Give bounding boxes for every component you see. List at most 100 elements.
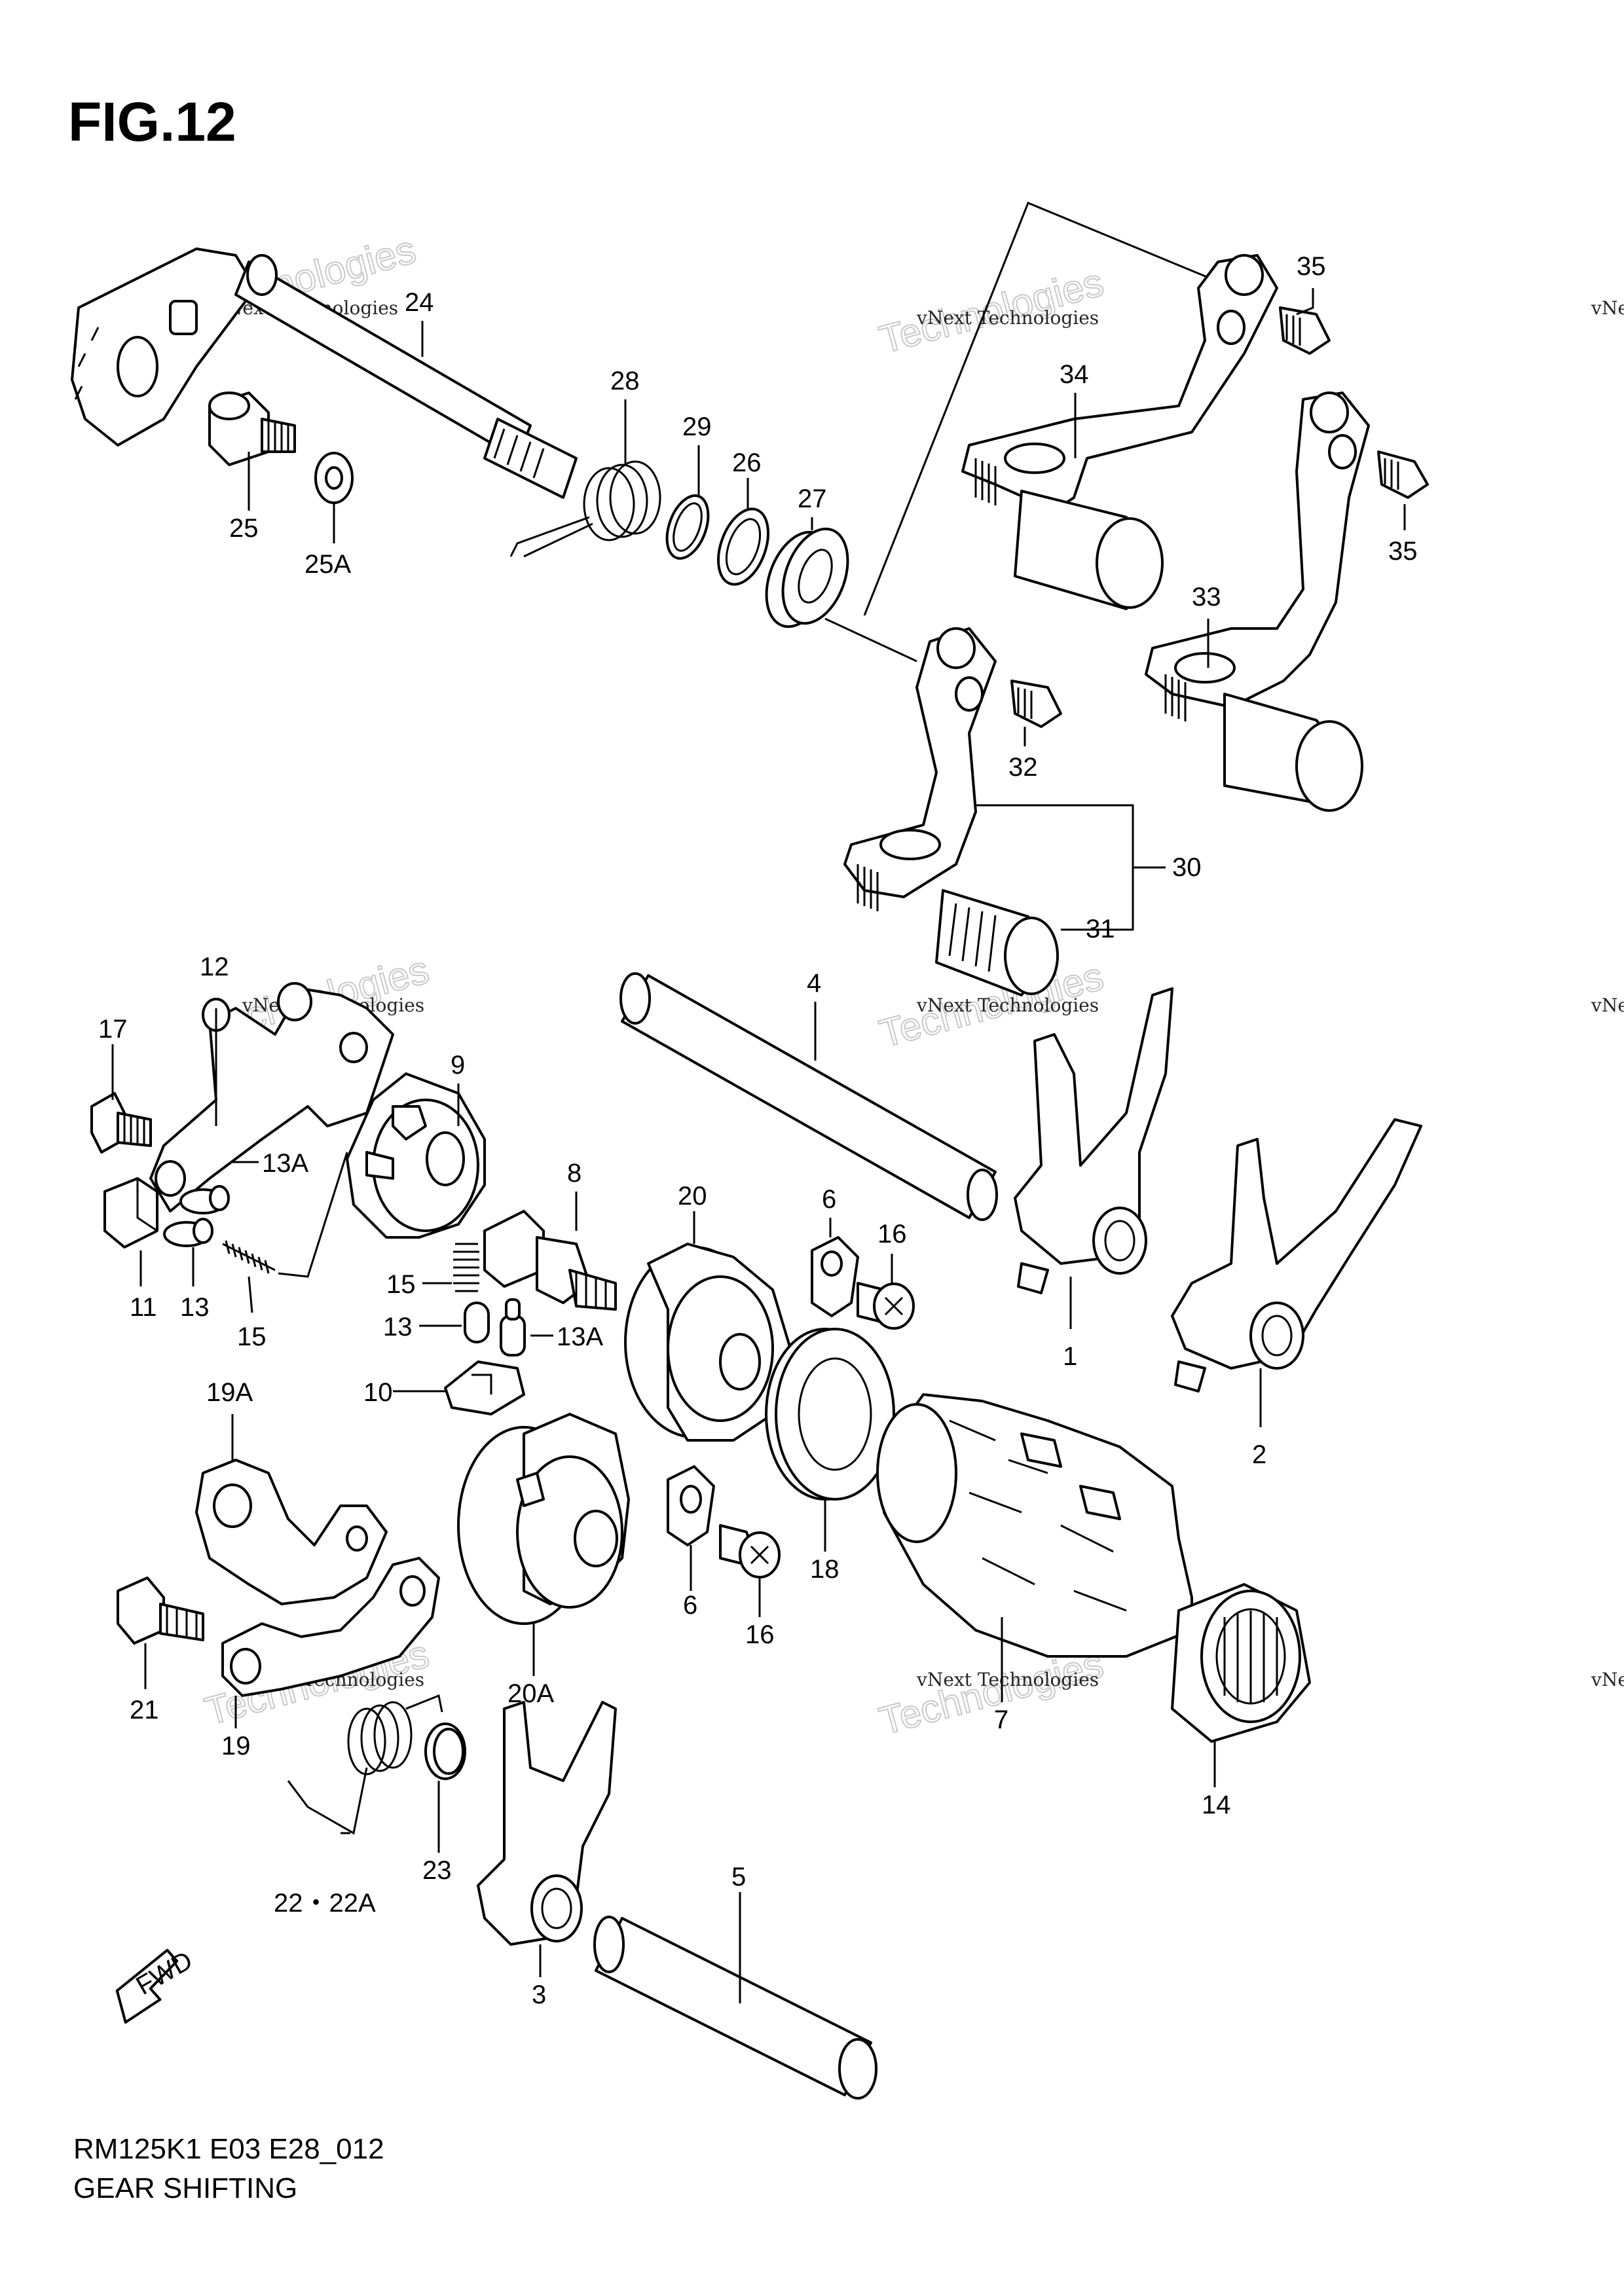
label-33: 33 (1192, 583, 1221, 611)
part-29-circlip (665, 494, 710, 560)
diagram-caption: GEAR SHIFTING (73, 2172, 298, 2204)
label-12: 12 (200, 953, 229, 981)
label-17: 17 (98, 1015, 128, 1044)
label-35b: 35 (1388, 537, 1418, 566)
watermark-edge: vNext (1591, 994, 1624, 1016)
part-20A-cam-stopper (457, 1413, 630, 1625)
label-28: 28 (610, 367, 640, 395)
watermark-text: vNext Technologies (916, 1669, 1099, 1690)
label-13A-a: 13A (262, 1149, 308, 1178)
axis-line (863, 202, 1219, 616)
figure-title: FIG.12 (68, 91, 236, 153)
label-26: 26 (732, 448, 762, 477)
part-8-cam-gear-bolt (483, 1210, 617, 1311)
label-1: 1 (1063, 1342, 1077, 1371)
part-13-pin-b (464, 1302, 490, 1343)
part-35-bolt-lower (1377, 450, 1429, 499)
label-2: 2 (1252, 1440, 1266, 1469)
part-17-screw (90, 1092, 152, 1154)
part-16-screw-b (719, 1524, 781, 1578)
part-3-shift-fork (477, 1701, 617, 1946)
leader-lines (111, 288, 1406, 2003)
part-1-shift-fork (1014, 987, 1173, 1294)
label-16a: 16 (877, 1220, 907, 1248)
label-14: 14 (1202, 1791, 1231, 1819)
label-19A: 19A (206, 1378, 253, 1407)
model-code: RM125K1 E03 E28_012 (73, 2133, 384, 2165)
label-16b: 16 (745, 1620, 775, 1649)
label-3: 3 (532, 1980, 546, 2009)
part-11-cam-guide (103, 1177, 158, 1248)
leader-15-to-9 (278, 1152, 348, 1278)
label-22: 22・22A (274, 1889, 376, 1918)
part-26-washer (717, 507, 769, 586)
part-25A-washer (314, 452, 354, 504)
part-22-spring (287, 1694, 443, 1835)
label-25A: 25A (304, 550, 351, 579)
part-20-cam-stopper (624, 1243, 794, 1442)
part-28-spring (509, 460, 661, 558)
label-19: 19 (221, 1732, 251, 1760)
label-13A-b: 13A (557, 1322, 603, 1351)
watermark-edge: vNext (1591, 297, 1624, 319)
label-25: 25 (229, 514, 259, 543)
part-9-cam-driven-gear (346, 1072, 486, 1239)
part-13A-pin (179, 1185, 230, 1214)
part-13A-pin-b (500, 1298, 526, 1357)
label-8: 8 (567, 1159, 581, 1188)
watermark-text: vNext Technologies (916, 994, 1099, 1016)
watermark-edge: vNext (1591, 1669, 1624, 1690)
label-9: 9 (451, 1051, 465, 1080)
part-31-lever-rubber (935, 889, 1059, 996)
label-13a: 13 (180, 1293, 210, 1322)
label-13b: 13 (383, 1313, 413, 1341)
label-31: 31 (1086, 915, 1115, 943)
label-15b: 15 (386, 1270, 416, 1299)
part-19-stopper-arm (221, 1557, 440, 1697)
label-32: 32 (1008, 753, 1038, 782)
part-19A-plate (195, 1459, 388, 1605)
part-13-pin (163, 1218, 213, 1247)
part-10-cam-stopper (444, 1360, 525, 1415)
part-4-fork-shaft (619, 972, 998, 1221)
label-18: 18 (810, 1555, 840, 1584)
label-6b: 6 (683, 1591, 697, 1620)
part-14-needle-bearing (1171, 1583, 1311, 1743)
label-11: 11 (130, 1293, 157, 1322)
part-23-washer (424, 1722, 466, 1780)
part-18-bearing (765, 1328, 895, 1501)
label-35a: 35 (1297, 252, 1326, 281)
label-23: 23 (422, 1856, 452, 1885)
label-24: 24 (405, 288, 434, 317)
part-35-bolt-upper (1279, 306, 1331, 355)
part-7-gearshift-cam (876, 1393, 1193, 1658)
part-32-bolt (1010, 680, 1062, 728)
part-2-shift-fork (1171, 1118, 1422, 1393)
label-4: 4 (807, 969, 821, 998)
part-16-screw (857, 1282, 915, 1330)
fwd-arrow-icon: FWD (115, 1946, 197, 2024)
label-29: 29 (682, 412, 712, 441)
part-21-bolt (117, 1576, 204, 1645)
label-30: 30 (1172, 853, 1202, 882)
label-20A: 20A (507, 1679, 554, 1708)
label-27: 27 (798, 484, 827, 513)
label-20: 20 (678, 1182, 707, 1211)
part-15-spring (222, 1240, 276, 1274)
part-12-cam-driven-gear-plate (149, 982, 394, 1212)
part-15-spring-b (453, 1243, 479, 1292)
part-24-gearshift-shaft (71, 247, 578, 499)
part-33-gearshift-lever (1145, 392, 1370, 812)
part-30-gearshift-lever (843, 627, 997, 911)
part-6-plate-b (667, 1465, 715, 1546)
label-34: 34 (1060, 360, 1089, 389)
watermark-text: vNext Technologies (916, 307, 1099, 329)
label-21: 21 (130, 1696, 159, 1724)
label-7: 7 (994, 1705, 1008, 1734)
part-labels: 24 25 25A 28 29 26 27 34 35 35 33 32 30 … (98, 252, 1418, 2009)
part-34-gearshift-lever (961, 254, 1278, 610)
label-15a: 15 (237, 1322, 267, 1351)
part-27-oil-seal (765, 527, 849, 629)
part-5-fork-shaft (593, 1916, 877, 2100)
